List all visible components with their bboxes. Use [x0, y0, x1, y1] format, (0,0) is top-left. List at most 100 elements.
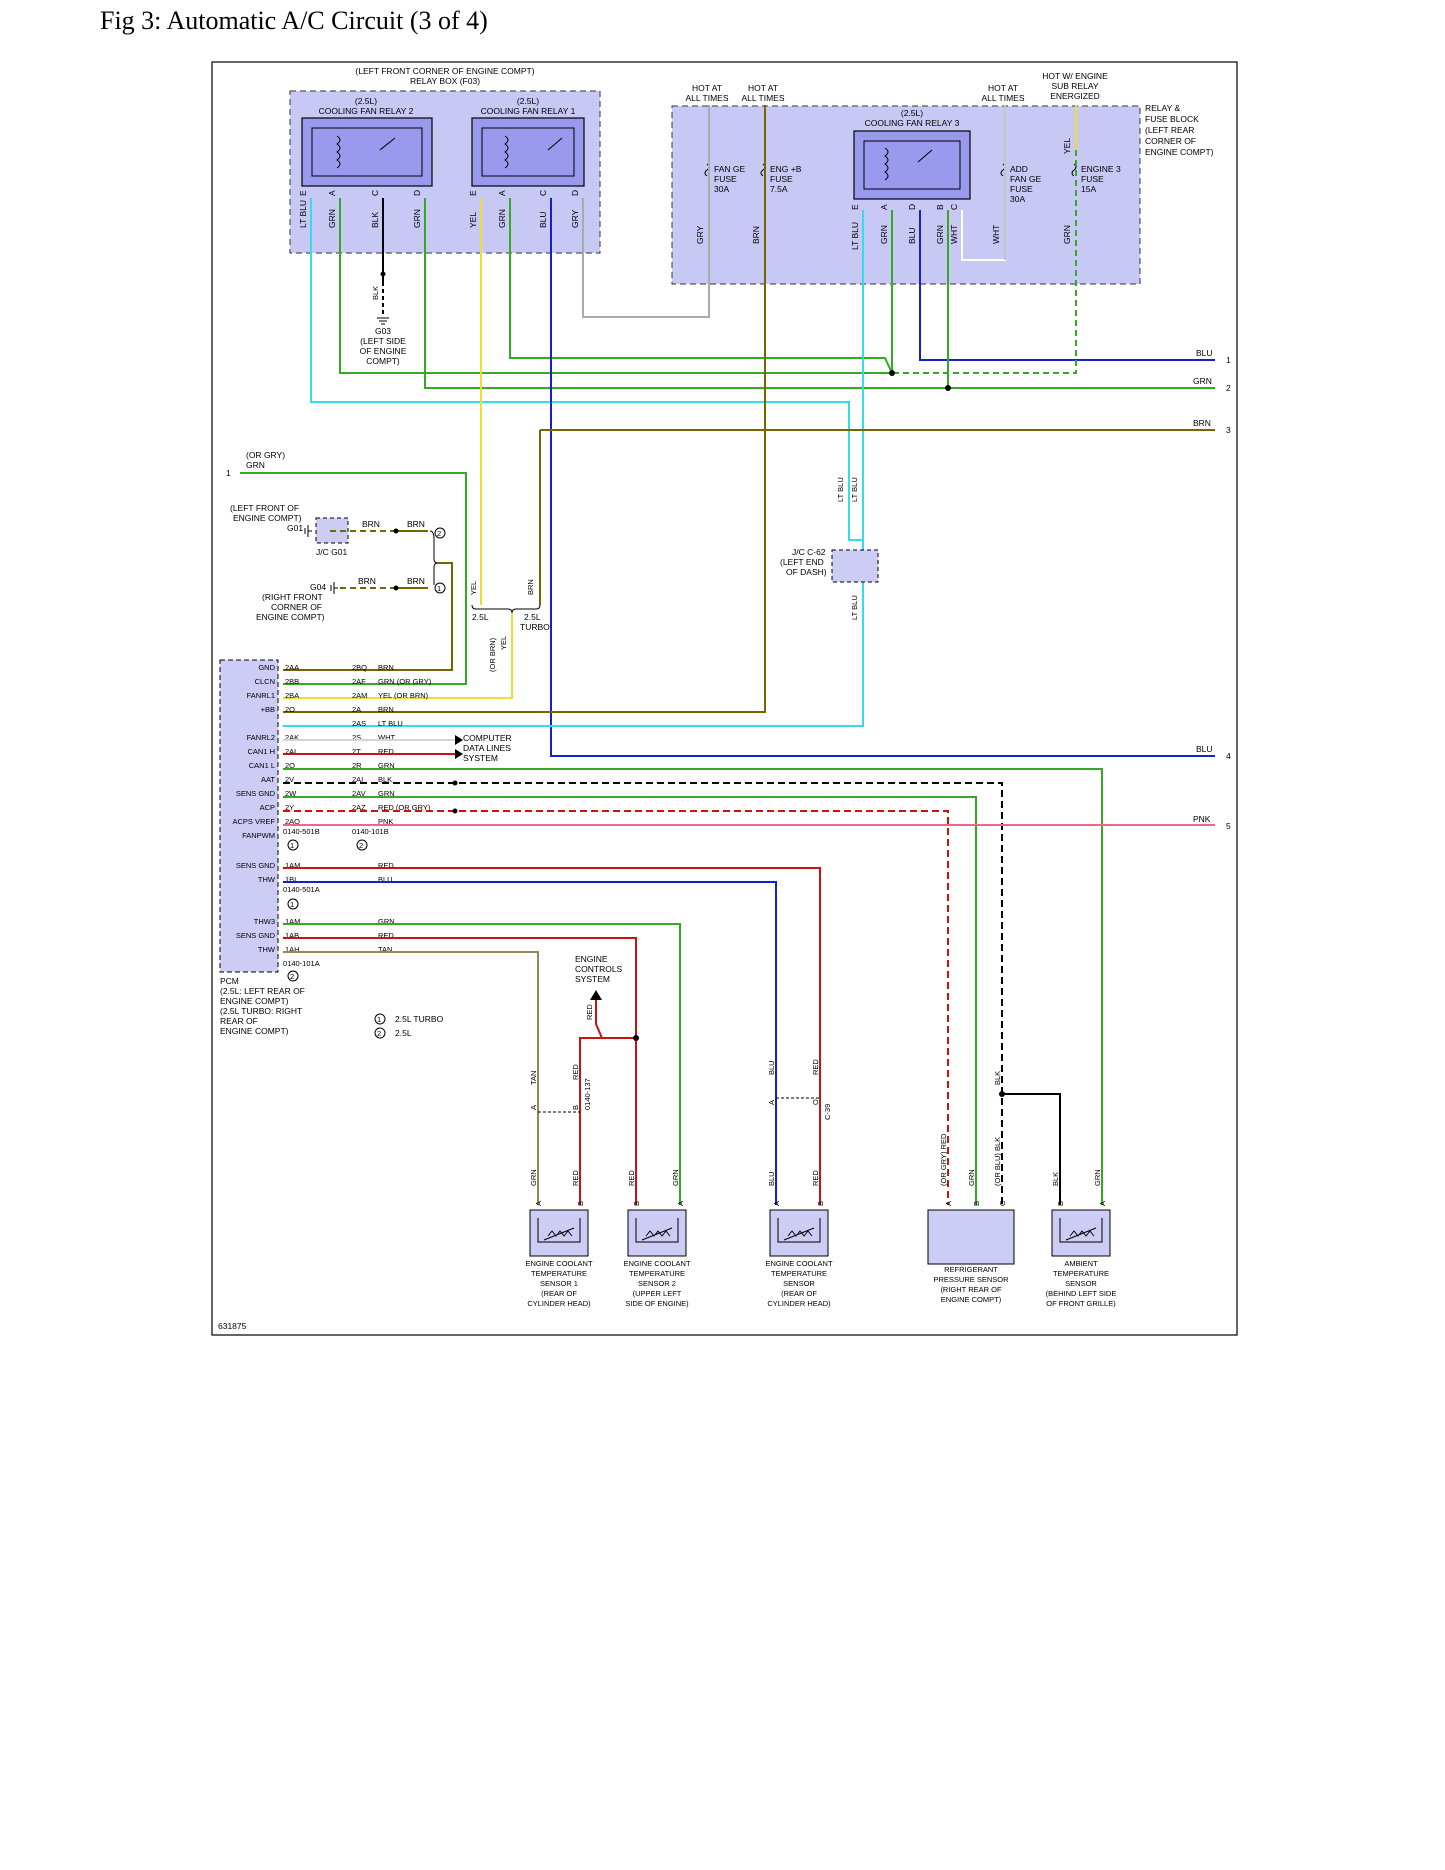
- rfb-wire-brn: BRN: [751, 226, 761, 244]
- jc62-wire-2: LT BLU: [850, 477, 859, 502]
- rfb-wire-wht: WHT: [991, 225, 1001, 244]
- relay1-wire-blu: BLU: [538, 211, 548, 228]
- fuse1-l2: FUSE: [714, 174, 737, 184]
- g01-marker: 2: [437, 529, 441, 538]
- g03-l2: (LEFT SIDE: [360, 336, 406, 346]
- arrow-can-h-icon: [455, 735, 463, 745]
- sensor-4-label: (RIGHT REAR OF: [940, 1285, 1002, 1294]
- pcm-conn-c-mark-circle: [287, 898, 299, 910]
- offpage-2-num: 2: [1226, 383, 1231, 393]
- sensor-3-wire: RED: [811, 1170, 820, 1186]
- rfb-label-2: FUSE BLOCK: [1145, 114, 1199, 124]
- sensor-5-label: TEMPERATURE: [1053, 1269, 1109, 1278]
- fuse4-l2: FUSE: [1081, 174, 1104, 184]
- offpage-right-markers: BLU 1 GRN 2 BRN 3 BLU 4 PNK 5: [1193, 348, 1231, 831]
- relay3-wire-blu: BLU: [907, 227, 917, 244]
- relay1-coil-icon: [504, 135, 509, 169]
- offpage-left-1-color: (OR GRY): [246, 450, 285, 460]
- diagram-frame: [211, 61, 1238, 1336]
- wire-blu-thw: [283, 881, 777, 1205]
- relay3-coil-icon: [884, 147, 889, 181]
- pcm-conn-c-mark: 1: [290, 900, 294, 909]
- relay2-pin-e: E: [298, 190, 308, 196]
- pcm-box: [219, 659, 279, 973]
- pcm-conn-d-mark: 2: [290, 972, 294, 981]
- wire-blk-aat: [283, 782, 1003, 1205]
- pcm-row-pin: 2AA: [285, 663, 299, 672]
- pcm-rows2-wire: BLU: [378, 875, 393, 884]
- g04-l4: ENGINE COMPT): [256, 612, 325, 622]
- sensor-4-wire: (OR GRY) RED: [939, 1133, 948, 1186]
- relay3-line2: COOLING FAN RELAY 3: [865, 118, 960, 128]
- jc62-l2: (LEFT END: [780, 557, 824, 567]
- pcm-row-wire: LT BLU: [378, 719, 403, 728]
- relay-fuse-block-label: RELAY & FUSE BLOCK (LEFT REAR CORNER OF …: [1145, 103, 1214, 157]
- sensor-3-label: SENSOR: [783, 1279, 815, 1288]
- g04-wire-brn-2: BRN: [407, 576, 425, 586]
- relay3-wire-grn: GRN: [879, 225, 889, 244]
- g01-marker-circle: [434, 527, 446, 539]
- sensor-2-label: (UPPER LEFT: [633, 1289, 682, 1298]
- jc62-wire-3: LT BLU: [850, 595, 859, 620]
- pcm-row-pin2: 2T: [352, 747, 361, 756]
- split-right-2: TURBO: [520, 622, 550, 632]
- pcm-row-name: FANPWM: [242, 831, 275, 840]
- splice-red: [633, 1035, 639, 1041]
- relay2-line2: COOLING FAN RELAY 2: [319, 106, 414, 116]
- split-or-brn: (OR BRN): [488, 637, 497, 672]
- pcm-row-wire: GRN: [378, 761, 395, 770]
- split-right-1: 2.5L: [524, 612, 541, 622]
- sensor-4-pin: B: [972, 1201, 981, 1206]
- pcm-row-name: ACPS VREF: [232, 817, 275, 826]
- wire-grn-dashed: [892, 150, 1077, 374]
- pcm-rows2-pin: 1BI: [285, 875, 296, 884]
- sensor-3-pin: B: [816, 1201, 825, 1206]
- pcm-title-1: PCM: [220, 976, 239, 986]
- splice-grn-2: [945, 385, 951, 391]
- g03-l4: COMPT): [366, 356, 400, 366]
- thermistor-icon: [635, 1218, 679, 1243]
- pcm-rows2-wire: RED: [378, 861, 394, 870]
- relay1-wire-grn: GRN: [497, 209, 507, 228]
- pcm-row-name: FANRL1: [247, 691, 275, 700]
- wire-blu-offpage-1: [919, 210, 1215, 361]
- relay2-wire-grn: GRN: [327, 209, 337, 228]
- g01-node: [393, 528, 399, 534]
- relay2-wire-grn2: GRN: [412, 209, 422, 228]
- pcm-row-pin: 2AK: [285, 733, 299, 742]
- ground-g04-icon: [330, 582, 338, 594]
- pcm-row-wire: BLK: [378, 775, 392, 784]
- pcm-row-pin: 2V: [285, 775, 294, 784]
- pcm-conn-c: 0140-501A: [283, 885, 320, 894]
- relay1-switch-icon: [547, 137, 563, 151]
- g04-l2: (RIGHT FRONT: [262, 592, 323, 602]
- pcm-rows3-pin: 1AH: [285, 945, 300, 954]
- sensor-2-pin: B: [632, 1201, 641, 1206]
- rfb-wire-grn: GRN: [1062, 225, 1072, 244]
- pcm-row-name: CAN1 H: [247, 747, 275, 756]
- sensor-1-label: ENGINE COOLANT: [525, 1259, 593, 1268]
- pcm-conn-b: 0140-101B: [352, 827, 389, 836]
- wire-label-red-ecs: RED: [585, 1004, 594, 1020]
- pcm-conn-a-mark-circle: [287, 839, 299, 851]
- rfb-wire-yel: YEL: [1062, 138, 1072, 154]
- pcm-row-pin2: 2R: [352, 761, 362, 770]
- pcm-conn-d-mark-circle: [287, 970, 299, 982]
- hot3-line1: HOT AT: [988, 83, 1018, 93]
- computer-data-l1: COMPUTER: [463, 733, 512, 743]
- sensor-4-pin: C: [998, 1200, 1007, 1206]
- pcm-row-pin2: 2A: [352, 705, 361, 714]
- offpage-3-wire: BRN: [1193, 418, 1211, 428]
- sensor-5-label: SENSOR: [1065, 1279, 1097, 1288]
- pcm-conn-b-mark: 2: [359, 841, 363, 850]
- pcm-title-2: (2.5L: LEFT REAR OF: [220, 986, 305, 996]
- wire-grn-offpage-2: [424, 198, 1215, 389]
- rfb-label-3: (LEFT REAR: [1145, 125, 1194, 135]
- split-yel2: YEL: [499, 636, 508, 650]
- g03-wire-blk: BLK: [371, 286, 380, 300]
- sensor-1-pin: B: [576, 1201, 585, 1206]
- sensor-4-wire: GRN: [967, 1169, 976, 1186]
- legend-2-circle: [374, 1027, 386, 1039]
- wire-gry: [582, 105, 710, 318]
